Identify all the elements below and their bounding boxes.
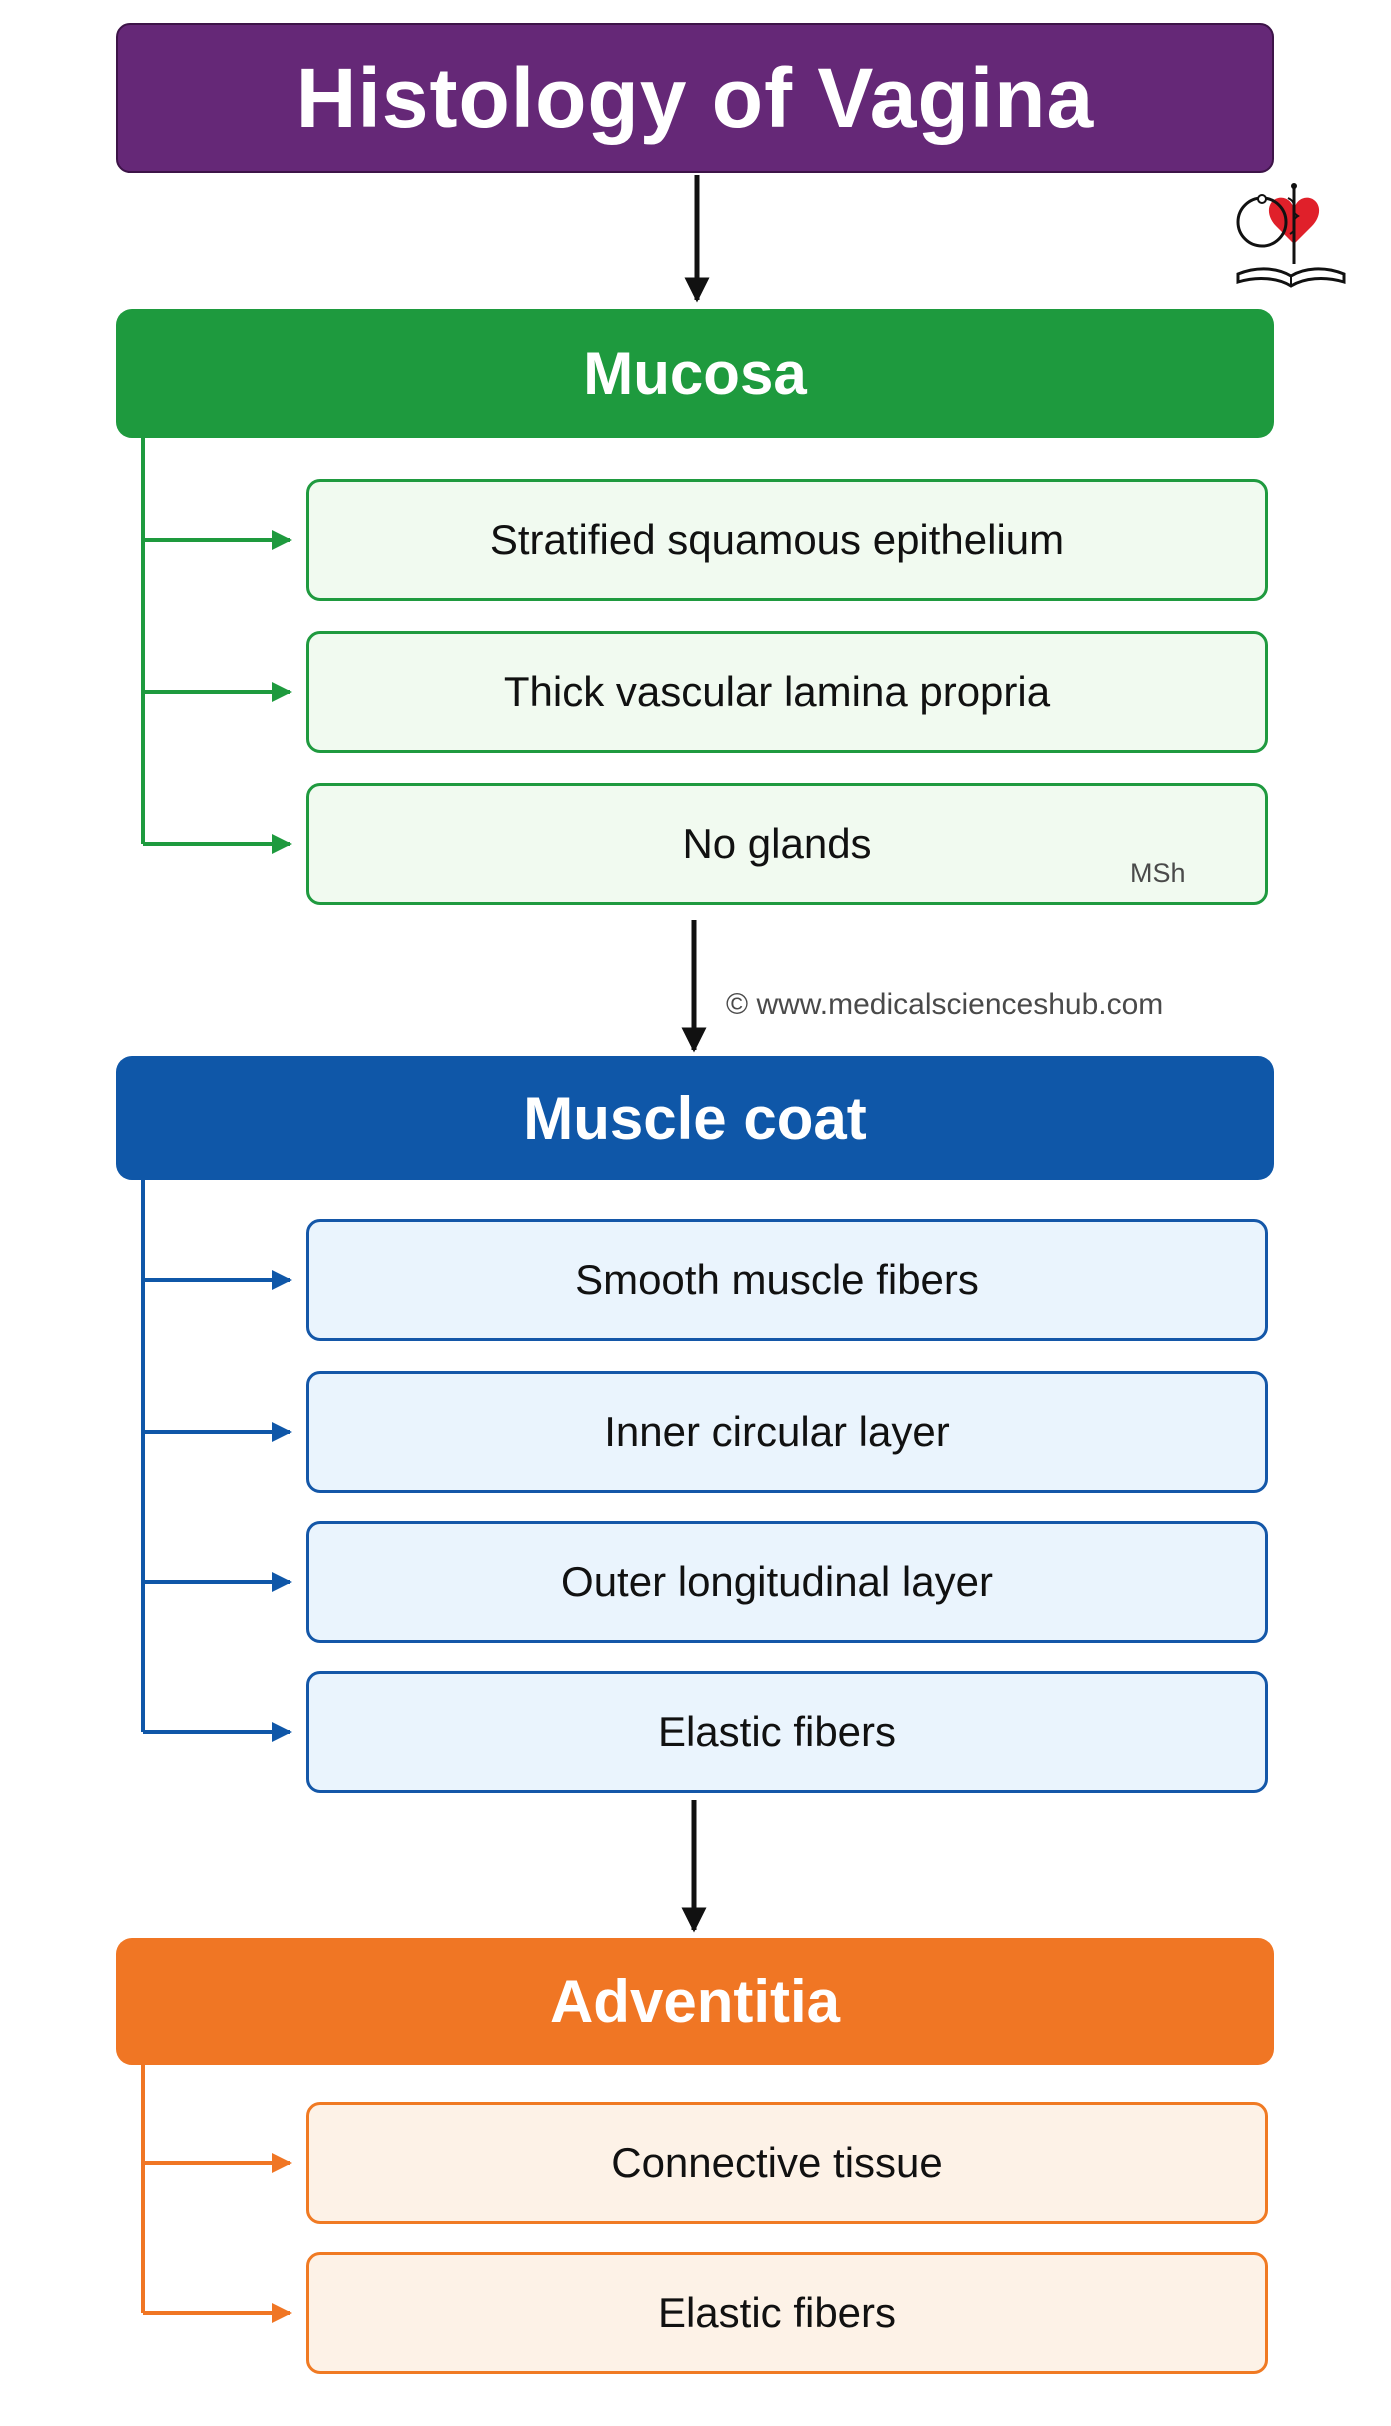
heart-stethoscope-book-icon <box>1236 183 1346 288</box>
muscle-coat-header: Muscle coat <box>116 1056 1274 1180</box>
muscle-item: Smooth muscle fibers <box>306 1219 1268 1341</box>
item-label: No glands <box>682 820 872 867</box>
mucosa-heading: Mucosa <box>583 340 807 407</box>
item-label: Connective tissue <box>611 2139 943 2186</box>
adventitia-header: Adventitia <box>116 1938 1274 2065</box>
item-label: Elastic fibers <box>657 1708 897 1755</box>
item-label: Stratified squamous epithelium <box>489 516 1065 563</box>
muscle-item: Inner circular layer <box>306 1371 1268 1493</box>
item-label: Outer longitudinal layer <box>561 1558 993 1605</box>
adventitia-item: Connective tissue <box>306 2102 1268 2224</box>
watermark: MSh <box>1130 858 1186 888</box>
page-title: Histology of Vagina <box>295 50 1095 145</box>
item-label: Smooth muscle fibers <box>575 1256 979 1303</box>
mucosa-branch <box>141 438 292 854</box>
title-box: Histology of Vagina <box>116 23 1274 173</box>
adventitia-heading: Adventitia <box>549 1968 841 2035</box>
muscle-item: Outer longitudinal layer <box>306 1521 1268 1643</box>
mucosa-item: No glands <box>306 783 1268 905</box>
muscle-coat-heading: Muscle coat <box>523 1084 867 1152</box>
mucosa-header: Mucosa <box>116 309 1274 438</box>
adventitia-branch <box>141 2065 292 2323</box>
mucosa-item: Thick vascular lamina propria <box>306 631 1268 753</box>
mucosa-item: Stratified squamous epithelium <box>306 479 1268 601</box>
item-label: Thick vascular lamina propria <box>503 668 1051 715</box>
item-label: Elastic fibers <box>657 2289 897 2336</box>
copyright-text: © www.medicalscienceshub.com <box>726 988 1164 1021</box>
muscle-item: Elastic fibers <box>306 1671 1268 1793</box>
adventitia-item: Elastic fibers <box>306 2252 1268 2374</box>
item-label: Inner circular layer <box>604 1408 950 1455</box>
muscle-branch <box>141 1180 292 1742</box>
